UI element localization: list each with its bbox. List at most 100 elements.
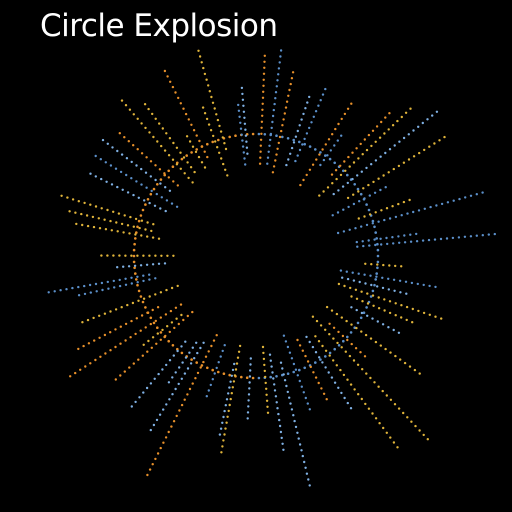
streak-particle — [153, 204, 157, 207]
streak-particle — [99, 158, 103, 161]
streak-particle — [342, 373, 346, 377]
streak-particle — [352, 359, 356, 362]
streak-particle — [324, 328, 327, 331]
ring-particle — [136, 225, 139, 229]
streak-particle — [368, 194, 371, 197]
streak-particle — [118, 278, 121, 282]
ring-particle — [134, 237, 137, 240]
streak-particle — [452, 199, 455, 202]
streak-particle — [376, 285, 379, 288]
streak-particle — [161, 328, 164, 332]
streak-particle — [423, 148, 426, 152]
streak-particle — [364, 333, 368, 337]
streak-particle — [294, 425, 298, 429]
ring-particle — [286, 372, 290, 376]
streak-particle — [284, 340, 288, 343]
streak-particle — [416, 282, 419, 286]
streak-particle — [319, 324, 323, 327]
streak-particle — [127, 140, 130, 143]
streak-particle — [143, 199, 146, 202]
ring-particle — [319, 358, 322, 361]
streak-particle — [435, 110, 439, 114]
streak-particle — [304, 396, 307, 400]
streak-particle — [271, 120, 274, 124]
streak-particle — [371, 294, 375, 297]
streak-particle — [98, 336, 101, 339]
ring-particle — [346, 335, 349, 339]
streak-particle — [109, 219, 112, 223]
streak-particle — [326, 154, 329, 157]
streak-particle — [261, 345, 265, 349]
streak-particle — [86, 318, 90, 322]
streak-particle — [190, 123, 193, 127]
streak-particle — [345, 270, 348, 273]
streak-particle — [272, 108, 275, 112]
ring-particle — [159, 178, 163, 181]
streak-particle — [398, 241, 401, 244]
streak-particle — [237, 350, 241, 353]
streak-particle — [140, 234, 143, 237]
streak-particle — [237, 109, 241, 113]
streak-particle — [404, 111, 408, 115]
streak-particle — [297, 437, 300, 440]
streak-particle — [240, 86, 244, 90]
streak-particle — [283, 112, 286, 115]
streak-particle — [397, 235, 400, 238]
streak-particle — [218, 124, 221, 128]
streak-particle — [261, 102, 264, 106]
streak-particle — [92, 316, 95, 320]
streak-particle — [154, 277, 157, 280]
streak-particle — [368, 213, 372, 216]
streak-particle — [97, 217, 101, 220]
streak-particle — [151, 236, 155, 239]
streak-particle — [130, 160, 133, 164]
streak-particle — [116, 230, 119, 233]
streak-particle — [263, 369, 266, 373]
streak-particle — [418, 429, 421, 432]
streak-particle — [318, 153, 321, 156]
streak-particle — [384, 151, 387, 155]
ring-particle — [171, 165, 175, 168]
streak-particle — [400, 316, 403, 319]
streak-particle — [481, 234, 484, 237]
streak-particle — [159, 446, 162, 450]
streak-particle — [339, 173, 343, 177]
streak-particle — [175, 146, 179, 149]
streak-particle — [351, 177, 354, 181]
streak-particle — [130, 254, 133, 257]
streak-particle — [374, 211, 377, 214]
streak-particle — [202, 360, 205, 364]
streak-particle — [150, 346, 153, 349]
streak-particle — [346, 107, 350, 111]
ring-particle — [135, 231, 138, 234]
streak-particle — [156, 332, 159, 335]
streak-particle — [246, 417, 249, 420]
streak-particle — [336, 211, 340, 214]
streak-particle — [365, 166, 368, 170]
ring-particle — [228, 373, 231, 377]
streak-particle — [392, 441, 396, 444]
streak-particle — [389, 398, 393, 401]
streak-particle — [139, 329, 142, 332]
streak-particle — [475, 234, 478, 237]
streak-particle — [377, 307, 381, 310]
streak-particle — [440, 317, 443, 320]
streak-particle — [121, 188, 124, 191]
ring-particle — [292, 138, 296, 142]
streak-particle — [244, 128, 247, 131]
streak-particle — [427, 238, 431, 242]
streak-particle — [209, 383, 212, 387]
streak-particle — [160, 144, 163, 148]
streak-particle — [246, 411, 250, 414]
streak-particle — [394, 314, 397, 317]
streak-particle — [288, 88, 291, 92]
streak-particle — [263, 60, 266, 63]
streak-particle — [359, 351, 362, 354]
streak-particle — [129, 215, 132, 219]
streak-particle — [104, 161, 108, 164]
streak-particle — [371, 222, 374, 225]
streak-particle — [463, 235, 467, 238]
streak-particle — [290, 357, 294, 360]
streak-particle — [285, 163, 288, 167]
streak-particle — [336, 341, 339, 345]
